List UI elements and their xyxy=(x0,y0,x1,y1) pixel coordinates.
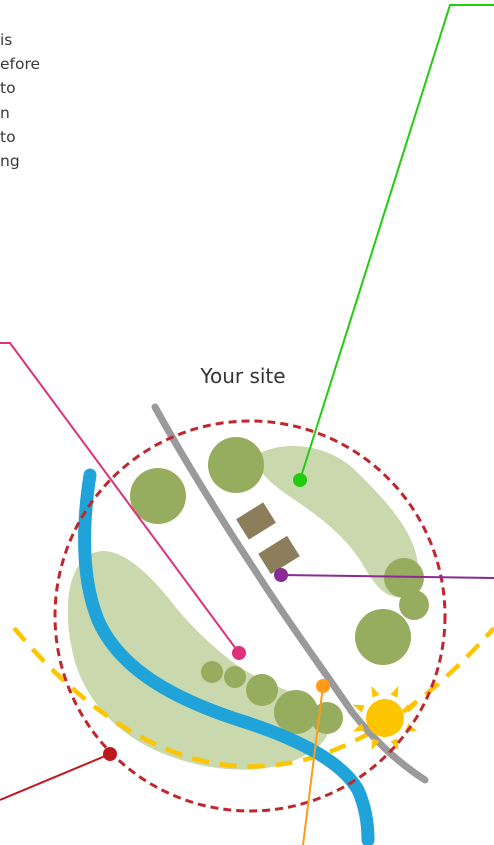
tree xyxy=(399,590,429,620)
tree xyxy=(355,609,411,665)
tree xyxy=(201,661,223,683)
callout-dot-orange[interactable] xyxy=(316,679,330,693)
tree xyxy=(224,666,246,688)
tree xyxy=(208,437,264,493)
tree xyxy=(274,690,318,734)
callout-dot-pink[interactable] xyxy=(232,646,246,660)
callout-line-red xyxy=(0,754,110,800)
building xyxy=(236,502,276,539)
callout-dot-red[interactable] xyxy=(103,747,117,761)
sun-ray xyxy=(372,686,380,698)
tree xyxy=(311,702,343,734)
sun-ray xyxy=(391,686,399,698)
sun-disc xyxy=(366,699,404,737)
sun-icon xyxy=(353,686,418,751)
callout-dot-green[interactable] xyxy=(293,473,307,487)
callout-line-green xyxy=(300,5,494,480)
callout-dot-purple[interactable] xyxy=(274,568,288,582)
tree xyxy=(246,674,278,706)
